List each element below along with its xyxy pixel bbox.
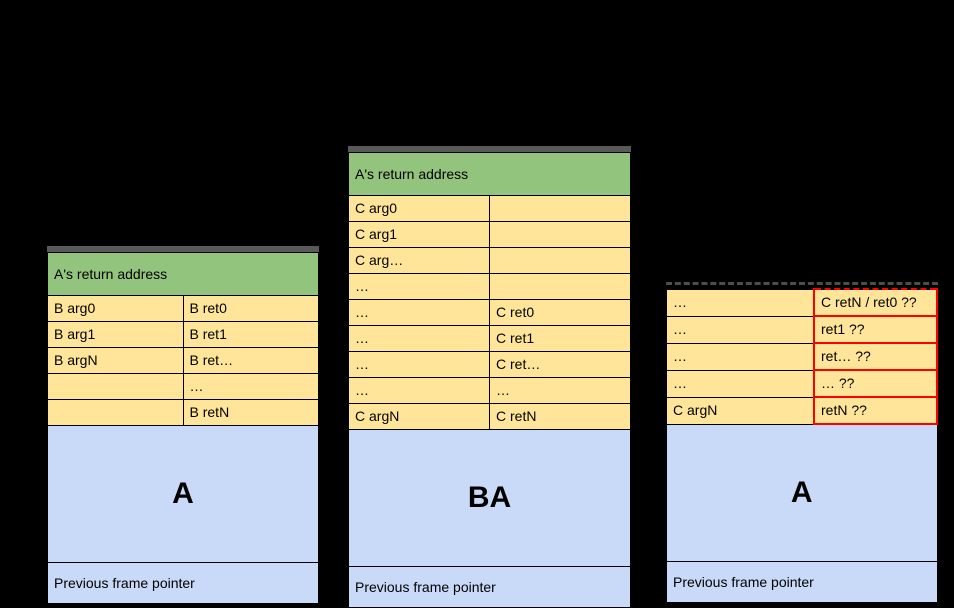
ret-cell: … [182,373,319,400]
ret-cell-highlighted: … ?? [813,369,938,398]
ret-cell: B retN [182,399,319,426]
stack-top-cap-right-dashed [666,282,938,287]
stack-table-left: A's return address B arg0 B ret0 B arg1 … [47,252,319,604]
stack-table-middle: A's return address C arg0 C arg1 C arg… … [348,152,631,608]
arg-cell: C argN [348,403,490,430]
ret-cell-highlighted: ret… ?? [813,342,938,371]
table-row: B argN B ret… [47,347,319,374]
table-row: C arg1 [348,221,631,248]
arg-cell [47,373,184,400]
arg-cell: C arg0 [348,195,490,222]
table-row: A [666,423,938,562]
arg-cell: C argN [666,396,815,425]
arg-cell: … [348,377,490,404]
stack-frame-left: A's return address B arg0 B ret0 B arg1 … [47,246,319,604]
arg-cell: … [348,299,490,326]
arg-cell: B arg0 [47,295,184,322]
arg-cell: … [348,351,490,378]
frame-body-label: A [47,425,319,563]
return-address-header: A's return address [348,152,631,196]
ret-cell-highlighted: C retN / ret0 ?? [813,288,938,317]
ret-cell: C ret… [489,351,631,378]
previous-frame-pointer-cell: Previous frame pointer [47,562,319,604]
ret-cell: C ret0 [489,299,631,326]
arg-cell: … [348,273,490,300]
table-row: C arg0 [348,195,631,222]
arg-cell: C arg1 [348,221,490,248]
arg-cell: … [666,369,815,398]
table-row: B arg0 B ret0 [47,295,319,322]
table-row: B retN [47,399,319,426]
table-row: C argN C retN [348,403,631,430]
table-row: … … [348,377,631,404]
ret-cell [489,247,631,274]
table-row: Previous frame pointer [47,562,319,604]
table-row: A [47,425,319,563]
previous-frame-pointer-cell: Previous frame pointer [666,561,938,603]
arg-cell: … [666,342,815,371]
table-row: … ret1 ?? [666,315,938,344]
stack-frame-right: … C retN / ret0 ?? … ret1 ?? … ret… ?? …… [666,282,938,603]
arg-cell: B arg1 [47,321,184,348]
return-address-header: A's return address [47,252,319,296]
table-row: … C ret… [348,351,631,378]
stack-table-right: … C retN / ret0 ?? … ret1 ?? … ret… ?? …… [666,288,938,603]
arg-cell: … [666,288,815,317]
stack-top-cap-left [47,246,319,252]
table-row: … [348,273,631,300]
ret-cell [489,221,631,248]
table-row: Previous frame pointer [348,566,631,608]
table-row: Previous frame pointer [666,561,938,603]
ret-cell-highlighted: retN ?? [813,396,938,425]
table-row: B arg1 B ret1 [47,321,319,348]
arg-cell: B argN [47,347,184,374]
table-row: BA [348,429,631,567]
table-row: … C retN / ret0 ?? [666,288,938,317]
ret-cell: B ret… [182,347,319,374]
ret-cell: C retN [489,403,631,430]
table-row: … C ret1 [348,325,631,352]
ret-cell [489,273,631,300]
table-row: … C ret0 [348,299,631,326]
stack-top-cap-middle [348,146,631,152]
table-row: A's return address [47,252,319,296]
arg-cell: … [348,325,490,352]
stack-frame-middle: A's return address C arg0 C arg1 C arg… … [348,146,631,608]
ret-cell-highlighted: ret1 ?? [813,315,938,344]
table-row: A's return address [348,152,631,196]
arg-cell [47,399,184,426]
frame-body-label: BA [348,429,631,567]
frame-body-label: A [666,423,938,562]
arg-cell: C arg… [348,247,490,274]
table-row: … … ?? [666,369,938,398]
ret-cell: B ret1 [182,321,319,348]
ret-cell: C ret1 [489,325,631,352]
table-row: C arg… [348,247,631,274]
ret-cell [489,195,631,222]
table-row: … ret… ?? [666,342,938,371]
table-row: C argN retN ?? [666,396,938,425]
table-row: … [47,373,319,400]
ret-cell: B ret0 [182,295,319,322]
previous-frame-pointer-cell: Previous frame pointer [348,566,631,608]
arg-cell: … [666,315,815,344]
ret-cell: … [489,377,631,404]
